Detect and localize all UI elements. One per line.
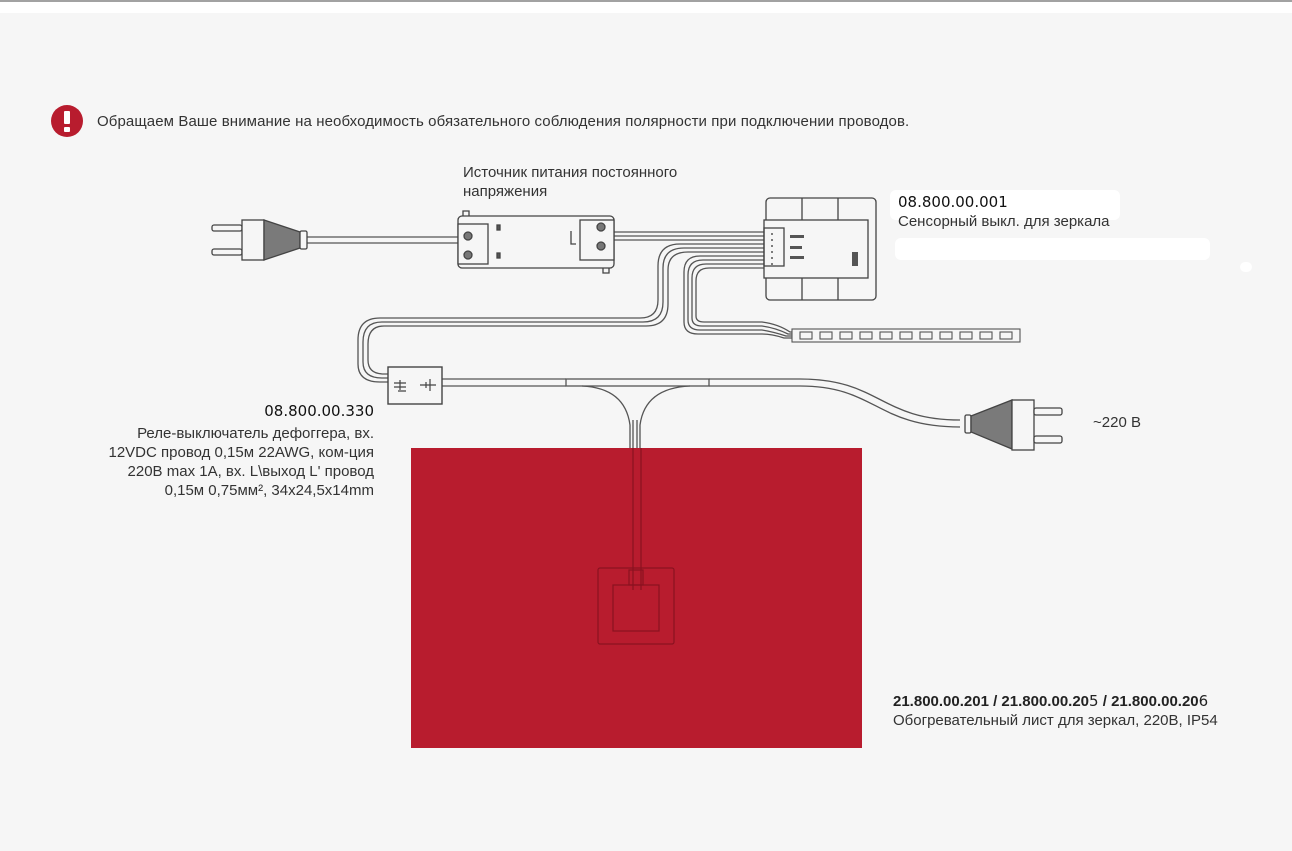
relay-desc-line: 0,15м 0,75мм², 34x24,5x14mm — [164, 482, 374, 499]
heater-sheet — [411, 448, 862, 748]
top-strip — [0, 2, 1292, 13]
led-segment — [999, 331, 1013, 340]
power-supply-label: Источник питания постоянного напряжения — [463, 163, 677, 201]
polarity-warning: Обращаем Ваше внимание на необходимость … — [51, 105, 909, 137]
sensor-switch-name: Сенсорный выкл. для зеркала — [898, 213, 1110, 230]
label-background — [890, 190, 1120, 220]
led-segment — [879, 331, 893, 340]
sensor-switch-label: 08.800.00.001 Сенсорный выкл. для зеркал… — [898, 193, 1110, 231]
power-supply-unit — [457, 210, 615, 274]
left-plug-icon — [211, 219, 308, 261]
led-segment — [979, 331, 993, 340]
mains-voltage-label: ~220 В — [1093, 414, 1141, 431]
led-segment — [919, 331, 933, 340]
power-supply-label-line: напряжения — [463, 183, 548, 200]
relay-desc-line: 12VDC провод 0,15м 22AWG, ком-ция — [108, 444, 374, 461]
led-segment — [819, 331, 833, 340]
exclamation-circle-icon — [51, 105, 83, 137]
mains-plug-icon — [964, 399, 1063, 451]
sensor-to-led-cable — [683, 255, 794, 339]
led-segment — [799, 331, 813, 340]
led-segment — [899, 331, 913, 340]
sensor-switch-unit — [763, 197, 877, 301]
relay-to-mains-cable — [442, 378, 961, 428]
relay-desc-line: Реле-выключатель дефоггера, вх. — [137, 425, 374, 442]
label-background — [895, 238, 1210, 260]
warning-text: Обращаем Ваше внимание на необходимость … — [97, 112, 910, 130]
relay-unit — [387, 366, 443, 405]
sensor-to-relay-cable — [357, 243, 766, 383]
heater-label: 21.800.00.201 / 21.800.00.205 / 21.800.0… — [893, 692, 1218, 730]
relay-code: 08.800.00.330 — [264, 402, 374, 420]
led-segment — [939, 331, 953, 340]
led-segment — [839, 331, 853, 340]
top-border — [0, 0, 1292, 2]
led-segment — [859, 331, 873, 340]
heater-codes: 21.800.00.201 / 21.800.00.205 / 21.800.0… — [893, 692, 1218, 711]
heater-code-tail: 5 — [1089, 692, 1099, 710]
heater-code-tail: 6 — [1198, 692, 1209, 710]
label-background — [1240, 262, 1252, 272]
relay-label: 08.800.00.330 Реле-выключатель дефоггера… — [60, 402, 374, 500]
power-supply-label-line: Источник питания постоянного — [463, 164, 678, 181]
psu-to-sensor-cable — [614, 231, 766, 241]
heater-code: 21.800.00.201 / 21.800.00.20 — [893, 693, 1090, 710]
left-plug-cable — [307, 236, 458, 244]
heater-name: Обогревательный лист для зеркал, 220В, I… — [893, 712, 1218, 729]
led-segment — [959, 331, 973, 340]
led-strip-icon — [791, 328, 1021, 343]
sensor-switch-code: 08.800.00.001 — [898, 193, 1008, 211]
heater-code: / 21.800.00.20 — [1102, 693, 1199, 710]
relay-desc-line: 220В max 1A, вх. L\выход L' провод — [127, 463, 374, 480]
